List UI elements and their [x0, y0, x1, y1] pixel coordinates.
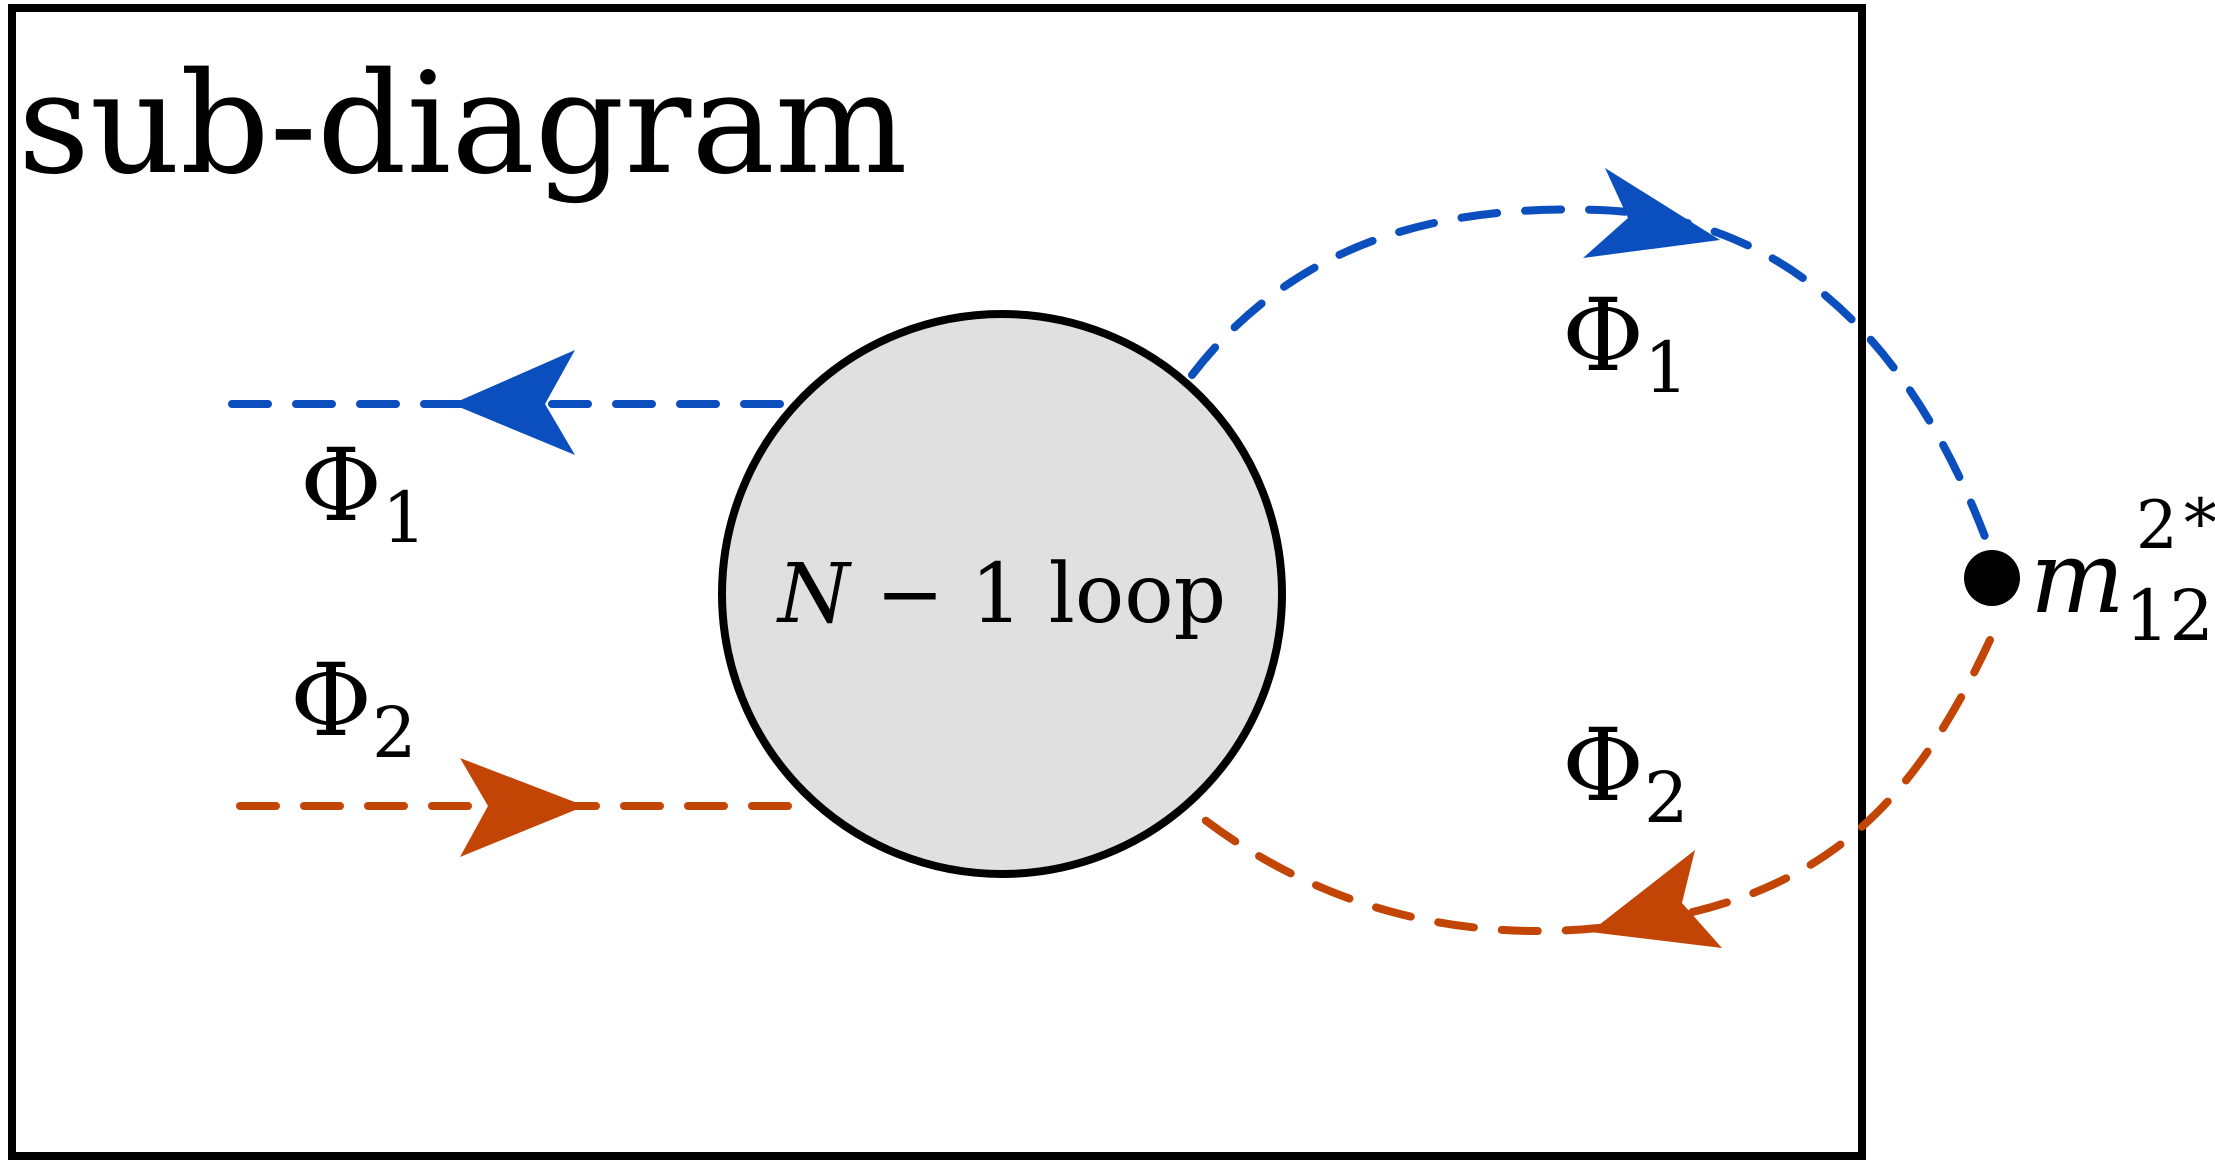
phi1-loop-arrow [1583, 168, 1720, 258]
phi2-loop-line [1188, 636, 1994, 935]
sub-diagram-box [8, 4, 1866, 1160]
phi1-loop-label: Φ1 [1562, 277, 1689, 409]
n-minus-one-loop-vertex [718, 310, 1286, 878]
phi2-loop-arrow [1590, 850, 1722, 948]
sub-diagram-title: sub-diagram [18, 43, 908, 206]
mass-insertion-label: m122* [2030, 485, 2215, 657]
mass-insertion-dot [1964, 550, 2020, 606]
n-minus-one-loop-label: N − 1 loop [776, 547, 1226, 642]
phi2-external-label: Φ2 [290, 642, 417, 774]
phi1-loop-line [1188, 205, 1994, 554]
phi1-external-label: Φ1 [300, 427, 427, 559]
phi2-external-arrow [460, 758, 585, 857]
phi1-external-arrow [452, 350, 575, 455]
phi2-loop-label: Φ2 [1562, 707, 1689, 839]
